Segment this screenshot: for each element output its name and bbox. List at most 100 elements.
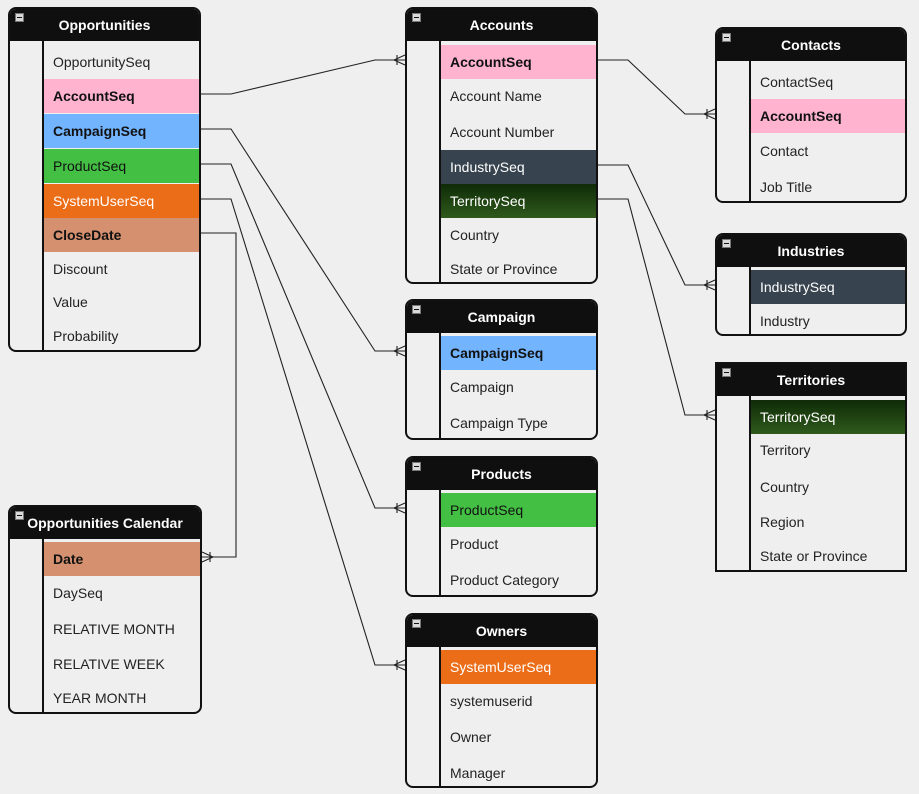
field-account-number[interactable]: Account Number	[450, 124, 555, 140]
field-region[interactable]: Region	[760, 514, 805, 530]
collapse-icon[interactable]	[722, 239, 731, 248]
table-title: Opportunities Calendar	[27, 515, 183, 531]
field-owner[interactable]: Owner	[450, 729, 492, 745]
field-contactseq[interactable]: ContactSeq	[760, 74, 834, 90]
field-accountseq[interactable]: AccountSeq	[44, 79, 199, 113]
field-state-or-province[interactable]: State or Province	[760, 548, 868, 564]
collapse-icon[interactable]	[722, 33, 731, 42]
field-territoryseq[interactable]: TerritorySeq	[441, 184, 596, 218]
table-header[interactable]: Contacts	[717, 29, 905, 61]
field-territory[interactable]: Territory	[760, 442, 811, 458]
field-probability[interactable]: Probability	[53, 328, 119, 344]
relationship-line	[201, 198, 405, 666]
crow-foot-marker	[201, 551, 214, 563]
row-gutter	[439, 647, 441, 786]
collapse-icon[interactable]	[412, 13, 421, 22]
field-contact[interactable]: Contact	[760, 143, 809, 159]
row-gutter	[749, 267, 751, 334]
field-dayseq[interactable]: DaySeq	[53, 585, 103, 601]
collapse-icon[interactable]	[412, 305, 421, 314]
table-header[interactable]: Accounts	[407, 9, 596, 41]
field-industryseq[interactable]: IndustrySeq	[441, 150, 596, 184]
field-productseq[interactable]: ProductSeq	[441, 493, 596, 527]
row-gutter	[439, 490, 441, 595]
table-title: Campaign	[467, 309, 536, 325]
row-gutter	[439, 41, 441, 282]
field-product-category[interactable]: Product Category	[450, 572, 559, 588]
table-title: Accounts	[469, 17, 534, 33]
table-header[interactable]: Products	[407, 458, 596, 490]
table-title: Industries	[777, 243, 845, 259]
field-closedate[interactable]: CloseDate	[44, 218, 199, 252]
field-productseq[interactable]: ProductSeq	[44, 149, 199, 183]
table-title: Opportunities	[58, 17, 151, 33]
row-gutter	[749, 396, 751, 570]
field-country[interactable]: Country	[760, 479, 810, 495]
crow-foot-marker	[703, 108, 716, 120]
field-product[interactable]: Product	[450, 536, 499, 552]
relationship-line	[598, 59, 715, 115]
crow-foot-marker	[393, 659, 406, 671]
field-systemuserid[interactable]: systemuserid	[450, 693, 533, 709]
collapse-icon[interactable]	[15, 511, 24, 520]
table-title: Contacts	[781, 37, 841, 53]
table-header[interactable]: Opportunities	[10, 9, 199, 41]
field-campaign[interactable]: Campaign	[450, 379, 514, 395]
collapse-icon[interactable]	[722, 368, 731, 377]
row-gutter	[42, 41, 44, 350]
table-title: Owners	[475, 623, 528, 639]
relationship-line	[201, 128, 405, 352]
field-industryseq[interactable]: IndustrySeq	[751, 270, 905, 304]
collapse-icon[interactable]	[15, 13, 24, 22]
field-year-month[interactable]: YEAR MONTH	[53, 690, 147, 706]
table-header[interactable]: Campaign	[407, 301, 596, 333]
field-manager[interactable]: Manager	[450, 765, 506, 781]
field-value[interactable]: Value	[53, 294, 88, 310]
crow-foot-marker	[703, 409, 716, 421]
field-account-name[interactable]: Account Name	[450, 88, 542, 104]
field-territoryseq[interactable]: TerritorySeq	[751, 400, 905, 434]
field-systemuserseq[interactable]: SystemUserSeq	[441, 650, 596, 684]
collapse-icon[interactable]	[412, 462, 421, 471]
field-job-title[interactable]: Job Title	[760, 179, 813, 195]
relationship-line	[201, 163, 405, 509]
field-accountseq[interactable]: AccountSeq	[441, 45, 596, 79]
row-gutter	[749, 61, 751, 201]
collapse-icon[interactable]	[412, 619, 421, 628]
field-date[interactable]: Date	[44, 542, 200, 576]
relationship-line	[201, 232, 237, 558]
relationship-line	[598, 164, 715, 286]
crow-foot-marker	[393, 502, 406, 514]
table-header[interactable]: Owners	[407, 615, 596, 647]
field-accountseq[interactable]: AccountSeq	[751, 99, 905, 133]
field-campaignseq[interactable]: CampaignSeq	[44, 114, 199, 148]
field-opportunityseq[interactable]: OpportunitySeq	[53, 54, 151, 70]
field-relative-month[interactable]: RELATIVE MONTH	[53, 621, 175, 637]
relationship-line	[201, 59, 405, 95]
field-industry[interactable]: Industry	[760, 313, 810, 329]
crow-foot-marker	[393, 345, 406, 357]
field-state-or-province[interactable]: State or Province	[450, 261, 558, 277]
field-discount[interactable]: Discount	[53, 261, 108, 277]
field-campaign-type[interactable]: Campaign Type	[450, 415, 548, 431]
field-relative-week[interactable]: RELATIVE WEEK	[53, 656, 165, 672]
table-title: Territories	[776, 372, 846, 388]
crow-foot-marker	[703, 279, 716, 291]
table-header[interactable]: Opportunities Calendar	[10, 507, 200, 539]
table-header[interactable]: Industries	[717, 235, 905, 267]
table-title: Products	[471, 466, 532, 482]
row-gutter	[42, 539, 44, 712]
field-systemuserseq[interactable]: SystemUserSeq	[44, 184, 199, 218]
field-campaignseq[interactable]: CampaignSeq	[441, 336, 596, 370]
table-header[interactable]: Territories	[717, 364, 905, 396]
field-country[interactable]: Country	[450, 227, 500, 243]
